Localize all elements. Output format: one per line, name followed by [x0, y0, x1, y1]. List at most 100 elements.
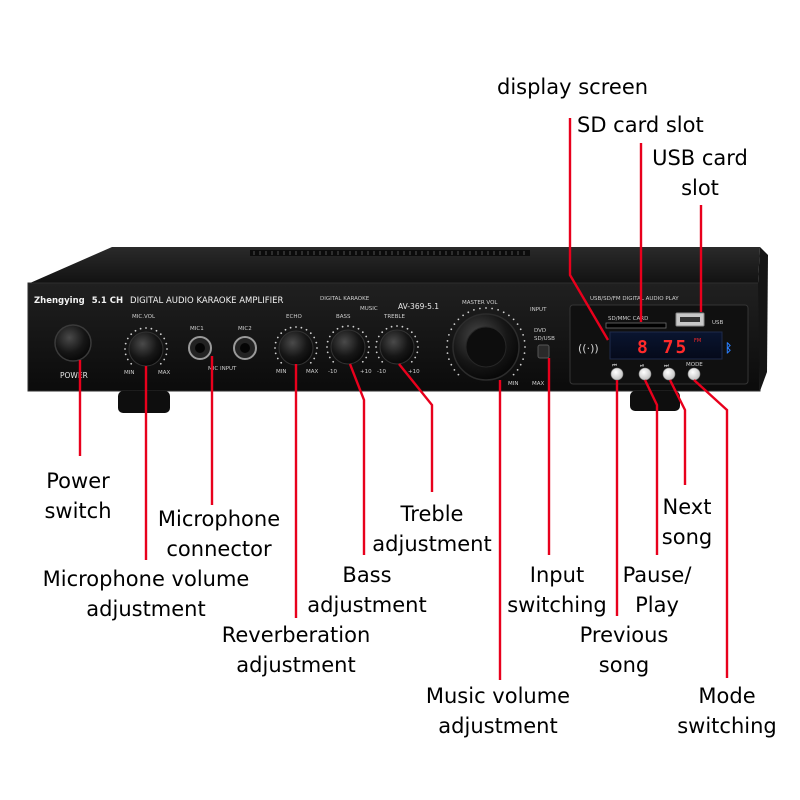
- treble-knob[interactable]: [379, 329, 415, 365]
- label-mic-connector-line2: connector: [166, 537, 272, 561]
- knob-scale-dot: [367, 340, 370, 343]
- label-mic-volume-line2: adjustment: [86, 597, 205, 621]
- knob-scale-dot: [390, 325, 393, 328]
- knob-scale-dot: [328, 356, 331, 359]
- knob-scale-dot: [416, 340, 419, 343]
- knob-scale-dot: [274, 352, 277, 355]
- knob-scale-dot: [406, 327, 409, 330]
- knob-scale-dot: [523, 340, 526, 342]
- bass-knob[interactable]: [330, 329, 366, 365]
- knob-scale-dot: [336, 327, 339, 330]
- label-display-screen: display screen: [497, 75, 648, 99]
- knob-scale-dot: [165, 353, 168, 356]
- digital-karaoke-logo: DIGITAL KARAOKE: [320, 296, 370, 302]
- knob-scale-dot: [305, 328, 308, 331]
- channel-label: 5.1 CH: [92, 296, 123, 306]
- knob-scale-dot: [126, 337, 129, 340]
- leader-pause-play: [643, 379, 659, 555]
- chassis-side: [758, 247, 768, 391]
- input-switch-button[interactable]: [537, 344, 550, 359]
- mic2-jack-hole: [240, 343, 250, 353]
- brand-logo: Zhengying 5.1 CH DIGITAL AUDIO KARAOKE A…: [34, 296, 284, 306]
- label-usb-card-slot-line2: slot: [681, 176, 719, 200]
- knob-scale-dot: [377, 356, 380, 359]
- knob-scale-dot: [166, 348, 168, 350]
- label-mic-volume-line1: Microphone volume: [43, 567, 250, 591]
- label-reverb-line2: adjustment: [236, 653, 355, 677]
- label-power-switch-line2: switch: [44, 499, 111, 523]
- knob-scale-dot: [479, 307, 481, 310]
- knob-scale-dot: [377, 335, 380, 338]
- mode-button[interactable]: [687, 367, 701, 381]
- knob-scale-dot: [523, 352, 526, 354]
- knob-scale-dot: [410, 331, 413, 334]
- leader-mode-switching: [693, 379, 729, 678]
- knob-scale-dot: [289, 326, 292, 329]
- knob-scale-dot: [139, 327, 142, 330]
- knob-scale-dot: [450, 363, 453, 366]
- play-pause-icon: ⏯: [640, 363, 644, 369]
- leader-treble: [398, 363, 434, 492]
- mic-vol-min: MIN: [124, 370, 134, 376]
- label-bass-line2: adjustment: [307, 593, 426, 617]
- sd-card-slot[interactable]: [605, 322, 667, 329]
- display-fm-label: FM: [694, 338, 701, 344]
- knob-scale-dot: [502, 311, 505, 314]
- knob-scale-dot: [385, 327, 388, 330]
- chassis-top: [30, 247, 760, 283]
- master-volume-cap: [465, 326, 507, 368]
- label-mode-switching-line1: Mode: [698, 684, 755, 708]
- knob-scale-dot: [347, 325, 349, 327]
- knob-scale-dot: [280, 361, 283, 364]
- label-previous-song-line1: Previous: [580, 623, 669, 647]
- knob-scale-dot: [375, 351, 378, 354]
- music-badge: MUSIC: [360, 306, 378, 312]
- knob-scale-dot: [361, 360, 364, 363]
- display-screen: [609, 331, 723, 360]
- label-power-switch-line1: Power: [46, 469, 110, 493]
- play-pause-button[interactable]: [638, 367, 652, 381]
- knob-scale-dot: [126, 358, 129, 361]
- label-bass-line1: Bass: [342, 563, 391, 587]
- knob-scale-dot: [381, 331, 384, 334]
- knob-scale-dot: [516, 369, 519, 371]
- input-label: INPUT: [530, 307, 547, 313]
- next-button[interactable]: [662, 367, 676, 381]
- knob-scale-dot: [155, 329, 158, 332]
- knob-scale-dot: [309, 332, 312, 335]
- knob-scale-dot: [448, 358, 450, 360]
- knob-scale-dot: [519, 363, 522, 366]
- leader-bass: [348, 363, 366, 555]
- knob-scale-ring: [274, 326, 318, 364]
- knob-scale-dot: [368, 346, 370, 348]
- echo-knob[interactable]: [278, 330, 314, 366]
- label-treble-line1: Treble: [400, 502, 464, 526]
- knob-scale-ring: [124, 327, 168, 365]
- echo-label: ECHO: [286, 314, 302, 320]
- power-button[interactable]: [54, 324, 92, 362]
- knob-scale-dot: [326, 346, 328, 348]
- label-sd-card-slot: SD card slot: [577, 113, 704, 137]
- previous-button[interactable]: [610, 367, 624, 381]
- callout-labels: display screen SD card slot USB card slo…: [43, 75, 777, 738]
- knob-scale-dot: [381, 360, 384, 363]
- label-music-volume-line2: adjustment: [438, 714, 557, 738]
- media-panel-label: USB/SD/FM DIGITAL AUDIO PLAY: [590, 296, 679, 302]
- knob-scale-dot: [375, 346, 377, 348]
- knob-scale-dot: [516, 323, 519, 325]
- knob-scale-dot: [410, 360, 413, 363]
- knob-scale-dot: [159, 333, 162, 336]
- knob-scale-dot: [280, 332, 283, 335]
- input-sdusb-label: SD/USB: [534, 336, 555, 342]
- master-vol-min: MIN: [508, 381, 518, 387]
- knob-scale-ring: [326, 325, 370, 363]
- knob-scale-dot: [512, 318, 515, 321]
- knob-scale-dot: [450, 328, 453, 331]
- mic-volume-knob[interactable]: [128, 331, 164, 367]
- knob-scale-dot: [519, 328, 522, 331]
- knob-scale-dot: [276, 336, 279, 339]
- label-input-switching-line2: switching: [507, 593, 607, 617]
- power-label: POWER: [60, 371, 88, 380]
- knob-scale-dot: [497, 309, 499, 311]
